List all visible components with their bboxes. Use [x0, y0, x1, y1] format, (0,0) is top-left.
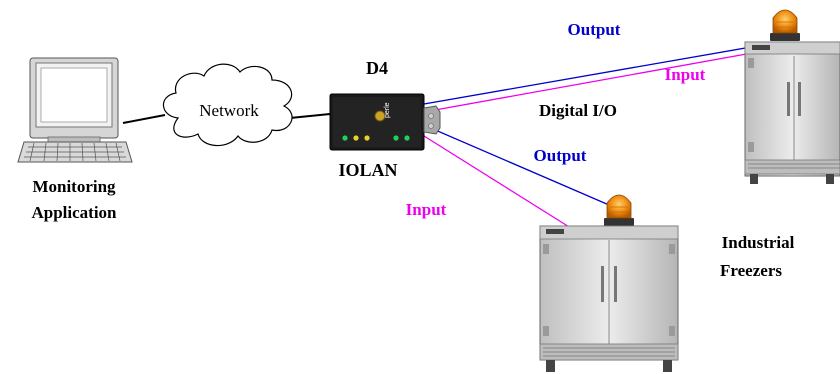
- bottom-output-line: [425, 125, 617, 209]
- warning-beacon-icon: [770, 9, 800, 41]
- io-label: Digital I/O: [539, 101, 617, 120]
- device-brand-label: perle: [384, 102, 391, 118]
- bottom-output-label: Output: [534, 146, 587, 165]
- top-input-line: [423, 52, 753, 113]
- freezer-icon: [539, 225, 679, 372]
- top-output-label: Output: [568, 20, 621, 39]
- top-input-label: Input: [665, 65, 706, 84]
- bottom-input-label: Input: [406, 200, 447, 219]
- warning-beacon-icon: [604, 194, 634, 226]
- computer-to-network-line: [122, 114, 166, 124]
- computer-label-line-1: Monitoring: [32, 177, 116, 196]
- iolan-device-icon: perle: [329, 93, 441, 151]
- network-to-device-line: [289, 113, 331, 119]
- bottom-input-line: [423, 135, 575, 231]
- cloud-icon: [162, 63, 293, 147]
- freezer-label-line-1: Industrial: [722, 233, 795, 252]
- device-name-label: IOLAN: [338, 160, 397, 180]
- freezer-icon: [744, 41, 840, 184]
- freezer-label-line-2: Freezers: [720, 261, 782, 280]
- top-output-line: [423, 41, 781, 105]
- computer-icon: [17, 57, 133, 163]
- network-label: Network: [199, 101, 259, 120]
- computer-label-line-2: Application: [31, 203, 117, 222]
- device-model-label: D4: [366, 58, 388, 78]
- connections: [122, 41, 781, 231]
